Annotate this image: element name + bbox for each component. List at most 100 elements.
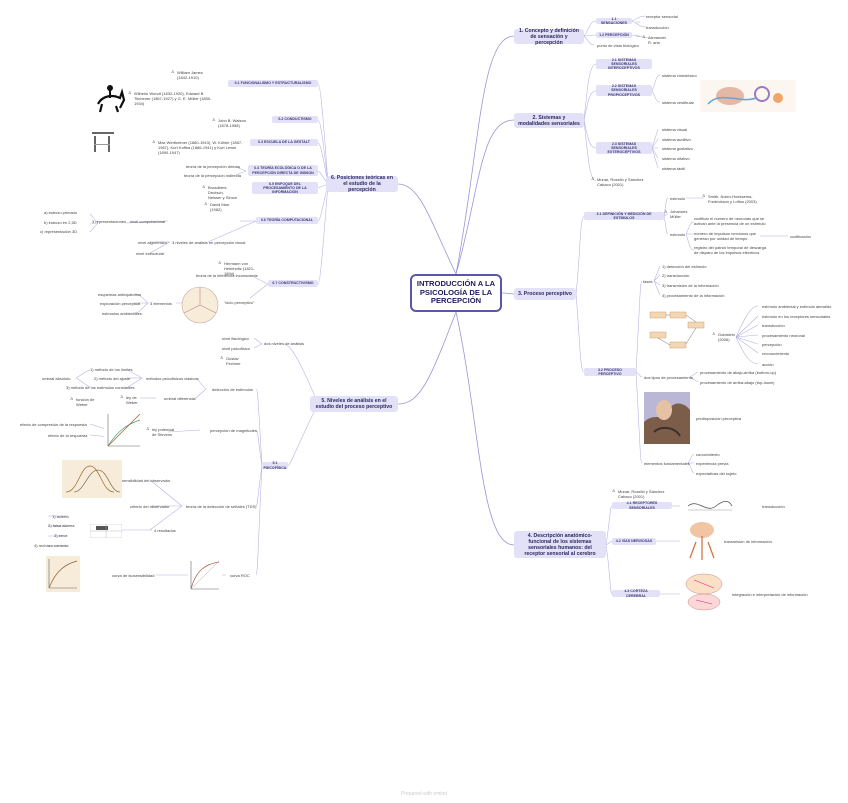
leaf-marr: David Marr (1982) <box>210 202 230 212</box>
leaf-metodos: métodos psicofísicos clásicos <box>146 376 199 381</box>
branch-5-title[interactable]: 5. Niveles de análisis en el estudio del… <box>310 396 398 412</box>
leaf-deteccion: detección de estímulos <box>212 387 253 392</box>
leaf-transduccion: transducción <box>646 25 669 30</box>
ref-munar-4: Munar, Roselló y Sánchez Cabaco (2001) <box>618 489 665 499</box>
leaf-registro: registro del patrón temporal de descarga… <box>694 245 767 255</box>
leaf-3-representaciones: 3 representaciones <box>92 219 127 224</box>
elem-2: experiencia previa <box>696 461 729 466</box>
person-icon: ♙ <box>128 90 132 95</box>
leaf-stevens: ley potencial de Stevens <box>152 427 175 437</box>
leaf-wertheimer: Max Wertheimer (1880-1943), W. Köhler (1… <box>158 140 243 155</box>
leaf-umbral-absoluto: umbral absoluto <box>42 376 71 381</box>
leaf-tds: teoría de la detección de señales (TDS) <box>186 504 257 509</box>
person-icon: ♙ <box>712 331 716 336</box>
stevens-chart-image <box>104 410 144 450</box>
leaf-integracion: integración e interpretación de informac… <box>732 592 808 597</box>
leaf-wundt: Wilhelm Wundt (1832-1920), Edward B. Tit… <box>134 91 212 106</box>
leaf-visual: sistema visual <box>662 127 688 132</box>
gold-2: estímulo en los receptores sensoriales <box>762 314 831 319</box>
leaf-indirecta: teoría de la percepción indirecta <box>184 173 241 178</box>
leaf-estimulo-2: estímulo <box>670 232 686 237</box>
node-definicion-estimulos[interactable]: 3.1 DEFINICIÓN Y MEDICIÓN DE ESTÍMULOS <box>584 212 664 220</box>
leaf-directa: teoría de la percepción directa <box>186 164 240 169</box>
elem-1: conocimiento <box>696 452 720 457</box>
node-computacional[interactable]: 6.6 TEORÍA COMPUTACIONAL <box>256 217 318 224</box>
leaf-efecto-respuesta: efecto de la respuesta <box>48 433 88 438</box>
leaf-psicofisico: nivel psicofísico <box>222 346 251 351</box>
leaf-sensibilidad: sensibilidad del observador <box>122 478 171 483</box>
cortex-image <box>680 570 728 614</box>
tds-chart-image <box>62 460 122 498</box>
branch-6-title[interactable]: 6. Posiciones teóricas en el estudio de … <box>326 175 398 193</box>
person-icon: ♙ <box>664 209 668 214</box>
results-table-image <box>90 524 122 538</box>
leaf-punto-vista: punto de vista biológico <box>597 43 639 48</box>
node-conductismo[interactable]: 6.2 CONDUCTISMO <box>272 116 318 123</box>
node-propioceptivos[interactable]: 2.2 SISTEMAS SENSORIALES PROPIOCEPTIVOS <box>596 84 652 97</box>
node-percepcion[interactable]: 1.2 PERCEPCIÓN <box>596 32 632 38</box>
rep-b: b) esbozo en 2,5D <box>44 220 77 225</box>
leaf-watson: John B. Watson (1878-1958) <box>218 118 247 128</box>
roc-chart-image <box>188 558 222 592</box>
leaf-ley-weber: ley de Weber <box>126 395 138 405</box>
person-icon: ♙ <box>204 201 208 206</box>
neural-pathway-image <box>684 520 720 564</box>
node-interoceptivos[interactable]: 2.1 SISTEMAS SENSORIALES INTEROCEPTIVOS <box>596 58 652 70</box>
receptor-image <box>686 496 734 516</box>
person-icon: ♙ <box>612 488 616 493</box>
metodo-3: 3) método de los estímulos constantes <box>66 385 135 390</box>
leaf-muller: Johannes Müller <box>670 209 688 219</box>
node-gibson[interactable]: 6.4 TEORÍA ECOLÓGICA O DE LA PERCEPCIÓN … <box>248 165 318 176</box>
fase-2: 2) transducción <box>662 273 690 278</box>
fase-3: 3) transmisión de la información <box>662 283 719 288</box>
person-icon: ♙ <box>202 184 206 189</box>
branch-4-title[interactable]: 4. Descripción anatómico-funcional de lo… <box>514 531 606 558</box>
footer-credit: Prepared with emind <box>401 791 447 797</box>
node-procesamiento[interactable]: 6.5 ENFOQUE DEL PROCESAMIENTO DE LA INFO… <box>252 182 318 194</box>
node-receptores[interactable]: 4.1 RECEPTORES SENSORIALES <box>612 501 672 510</box>
leaf-3-elementos: 3 elementos <box>150 301 172 306</box>
node-constructivismo[interactable]: 6.7 CONSTRUCTIVISMO <box>268 280 318 287</box>
branch-3-title[interactable]: 3. Proceso perceptivo <box>514 288 576 300</box>
leaf-william-james: William James (1842-1910) <box>177 70 203 80</box>
person-icon: ♙ <box>212 117 216 122</box>
person-icon: ♙ <box>120 394 124 399</box>
leaf-estructural: nivel estructural <box>136 251 165 256</box>
leaf-algoritmico: nivel algorítmico <box>138 240 167 245</box>
leaf-estimulo-1: estímulo <box>670 196 686 201</box>
node-corteza[interactable]: 4.3 CORTEZA CEREBRAL <box>612 589 660 598</box>
person-icon: ♙ <box>591 176 595 181</box>
gold-4: procesamiento neuronal <box>762 333 805 338</box>
person-icon: ♙ <box>146 426 150 431</box>
gold-6: reconocimiento <box>762 351 790 356</box>
node-psicofisica[interactable]: 5.1 PSICOFÍSICA <box>262 461 288 470</box>
leaf-4-resultados: 4 resultados <box>154 528 176 533</box>
node-vias-nerviosas[interactable]: 4.2 VÍAS NERVIOSAS <box>612 538 656 545</box>
leaf-transmision: transmisión de información <box>724 539 772 544</box>
person-icon: ♙ <box>70 396 74 401</box>
person-icon: ♙ <box>220 355 224 360</box>
branch-2-title[interactable]: 2. Sistemas y modalidades sensoriales <box>514 113 584 128</box>
rep-a: a) esbozo primario <box>44 210 78 215</box>
horse-rider-image <box>92 78 128 114</box>
perceptual-cycle-image <box>181 286 219 324</box>
metodo-2: 2) método del ajuste <box>94 376 131 381</box>
rep-c: c) representación 3D <box>40 229 78 234</box>
node-gestalt[interactable]: 6.3 ESCUELA DE LA GESTALT <box>250 139 318 146</box>
note-icon[interactable]: ▭ <box>636 33 640 38</box>
person-icon: ♙ <box>171 69 175 74</box>
metodo-1: 1) método de los límites <box>90 367 133 372</box>
branch-1-title[interactable]: 1. Concepto y definición de sensación y … <box>514 28 584 46</box>
gold-5: percepción <box>762 342 782 347</box>
person-icon: ♙ <box>642 34 646 39</box>
central-topic[interactable]: INTRODUCCIÓN A LA PSICOLOGÍA DE LA PERCE… <box>410 274 502 312</box>
apparatus-image <box>90 128 116 154</box>
note-icon[interactable]: ▭ <box>636 19 640 24</box>
node-sensaciones[interactable]: 1.1 SENSACIONES <box>596 17 632 25</box>
leaf-funcion-weber: función de Weber <box>76 397 95 407</box>
node-proceso-perceptivo[interactable]: 3.2 PROCESO PERCEPTIVO <box>584 368 636 376</box>
leaf-olfativo: sistema olfativo <box>662 156 690 161</box>
leaf-umbral-diferencial: umbral diferencial <box>164 396 196 401</box>
node-exteroceptivos[interactable]: 2.3 SISTEMAS SENSORIALES EXTEROCEPTIVOS <box>596 142 652 154</box>
node-funcionalismo[interactable]: 6.1 FUNCIONALISMO Y ESTRUCTURALISMO <box>228 80 318 87</box>
